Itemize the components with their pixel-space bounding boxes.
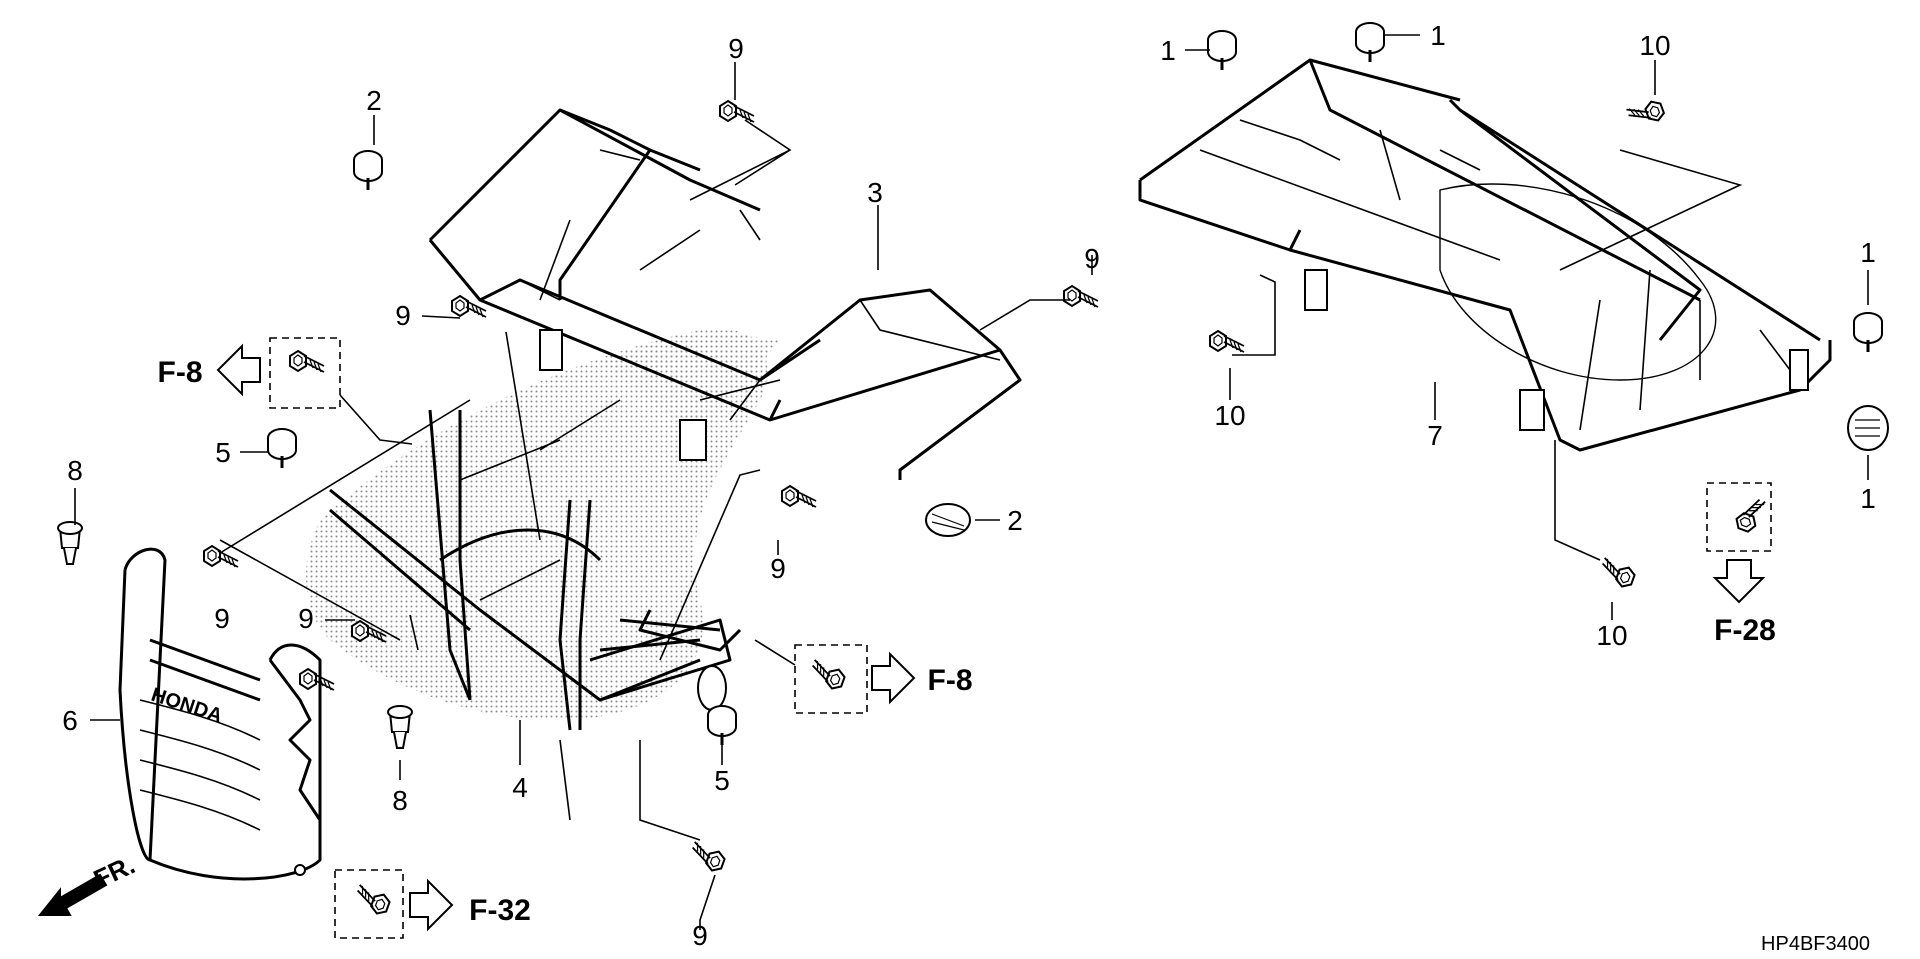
- callout-8-top: 8: [67, 455, 83, 486]
- callout-6: 6: [62, 705, 78, 736]
- callout-2-top: 2: [366, 85, 382, 116]
- front-guard: HONDA: [118, 547, 322, 881]
- diagram-code: HP4BF3400: [1761, 933, 1870, 955]
- ref-f32: F-32: [469, 894, 531, 927]
- callout-7: 7: [1427, 420, 1443, 451]
- reference-arrow-icon: [1714, 559, 1764, 603]
- bolt-icon: [1625, 96, 1667, 131]
- bolt-icon: [719, 100, 755, 123]
- shaded-area: [306, 328, 780, 720]
- callout-8-bottom: 8: [392, 785, 408, 816]
- grommet-icon: [925, 503, 971, 537]
- grommet-icon: [1852, 311, 1884, 354]
- leader-lines: [74, 34, 1869, 930]
- callout-1-top-left: 1: [1160, 35, 1176, 66]
- callout-10-bottom: 10: [1596, 620, 1627, 651]
- bolt-icon: [299, 668, 335, 691]
- grommet-icon: [1354, 21, 1386, 64]
- reference-box-f8-right: [794, 644, 868, 714]
- bolt-icon: [1209, 330, 1245, 353]
- ref-f28: F-28: [1714, 614, 1776, 647]
- callout-5-bottom: 5: [714, 765, 730, 796]
- grommet-icon: [1206, 29, 1238, 72]
- callout-9-center-right: 9: [770, 553, 786, 584]
- ref-f8-left: F-8: [158, 356, 203, 389]
- grommet-icon: [352, 149, 384, 192]
- reference-arrow-icon: [871, 653, 915, 703]
- callout-9-lower-left: 9: [298, 603, 314, 634]
- reference-arrow-icon: [409, 880, 453, 930]
- clip-icon: [387, 705, 413, 749]
- bolt-icon: [289, 350, 325, 373]
- callout-3: 3: [867, 177, 883, 208]
- grommet-icon: [266, 427, 298, 470]
- callout-5-left: 5: [215, 437, 231, 468]
- callout-1-top-mid: 1: [1430, 20, 1446, 51]
- bolt-icon: [1732, 493, 1767, 535]
- grommet-icon: [1847, 405, 1889, 451]
- clip-icon: [57, 521, 83, 565]
- bolt-icon: [1596, 556, 1638, 591]
- callout-9-bottom: 9: [692, 920, 708, 951]
- bolt-icon: [781, 485, 817, 508]
- reference-arrow-icon: [217, 345, 261, 395]
- callout-9-top: 9: [728, 33, 744, 64]
- reference-box-f32: [334, 869, 404, 939]
- callout-9-mid: 9: [395, 300, 411, 331]
- reference-box-f28: [1706, 482, 1772, 552]
- bolt-icon: [686, 840, 728, 875]
- callout-9-left: 9: [214, 603, 230, 634]
- callout-2-bottom: 2: [1007, 505, 1023, 536]
- callout-1-right-top: 1: [1860, 237, 1876, 268]
- front-carrier-rack: [428, 108, 1022, 480]
- callout-9-right-rack: 9: [1084, 243, 1100, 274]
- ref-f8-right: F-8: [928, 664, 973, 697]
- front-direction-arrow-icon: [37, 873, 108, 916]
- svg-text:HONDA: HONDA: [148, 684, 225, 728]
- callout-10-left: 10: [1214, 400, 1245, 431]
- callout-10-top: 10: [1639, 30, 1670, 61]
- callout-1-right-bottom: 1: [1860, 483, 1876, 514]
- grommet-icon: [706, 704, 738, 747]
- sub-frame: [329, 409, 742, 731]
- reference-box-f8-left: [269, 337, 341, 409]
- bolt-icon: [203, 545, 239, 568]
- callout-4: 4: [512, 772, 528, 803]
- bolt-icon: [1063, 285, 1099, 308]
- rear-carrier-rack: [1138, 58, 1832, 452]
